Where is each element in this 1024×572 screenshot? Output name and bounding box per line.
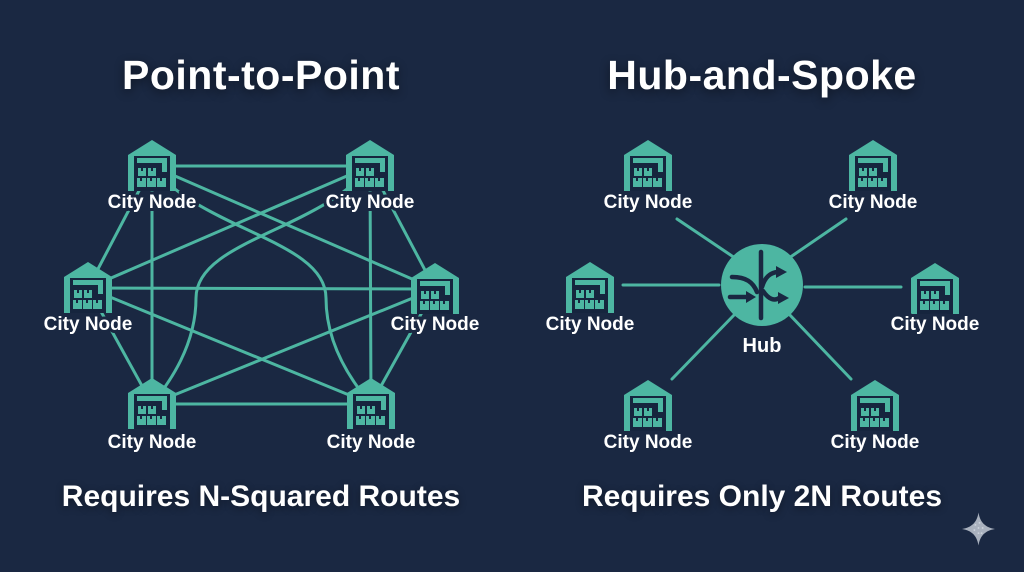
left-mesh-nodes: City Node City Node City Node City Node … — [41, 140, 482, 456]
warehouse-icon — [851, 380, 899, 431]
city-node-label: City Node — [44, 314, 133, 335]
mesh-edge — [86, 286, 437, 291]
warehouse-icon — [128, 140, 176, 191]
mesh-edge-curved — [150, 164, 372, 406]
sparkle-icon — [962, 512, 995, 546]
city-node-label: City Node — [391, 314, 480, 335]
mesh-edge — [86, 286, 373, 406]
right-panel-title: Hub-and-Spoke — [607, 52, 917, 98]
left-panel-caption: Requires N-Squared Routes — [61, 480, 461, 513]
city-node-label: City Node — [327, 432, 416, 453]
warehouse-icon — [346, 140, 394, 191]
spoke-line — [786, 311, 853, 381]
warehouse-icon — [411, 263, 459, 314]
city-node-label: City Node — [108, 192, 197, 213]
warehouse-icon — [849, 140, 897, 191]
mesh-edge — [150, 287, 437, 406]
warehouse-icon — [911, 263, 959, 314]
city-node-label: City Node — [891, 314, 980, 335]
city-node-label: City Node — [326, 192, 415, 213]
city-node-label: City Node — [546, 314, 635, 335]
city-node-label: City Node — [108, 432, 197, 453]
warehouse-icon — [624, 380, 672, 431]
warehouse-icon — [128, 378, 176, 429]
city-node-label: City Node — [829, 192, 918, 213]
mesh-edge-curved — [150, 164, 373, 406]
left-panel-title: Point-to-Point — [122, 52, 400, 98]
spoke-line — [670, 311, 738, 381]
warehouse-icon — [64, 262, 112, 313]
warehouse-icon — [566, 262, 614, 313]
hub-label: Hub — [743, 335, 782, 357]
city-node-label: City Node — [604, 192, 693, 213]
router-arrows-icon — [727, 249, 789, 321]
city-node-label: City Node — [831, 432, 920, 453]
right-spoke-nodes: City Node City Node City Node City Node … — [543, 140, 982, 456]
mesh-edge — [368, 164, 373, 406]
right-panel-caption: Requires Only 2N Routes — [581, 480, 943, 513]
spoke-edges — [621, 217, 903, 381]
spoke-line — [675, 217, 737, 260]
mesh-edge — [150, 164, 437, 291]
warehouse-icon — [347, 378, 395, 429]
warehouse-icon — [624, 140, 672, 191]
spoke-line — [787, 217, 848, 260]
hub-node: Hub — [721, 244, 803, 360]
city-node-label: City Node — [604, 432, 693, 453]
mesh-edge — [86, 164, 372, 290]
